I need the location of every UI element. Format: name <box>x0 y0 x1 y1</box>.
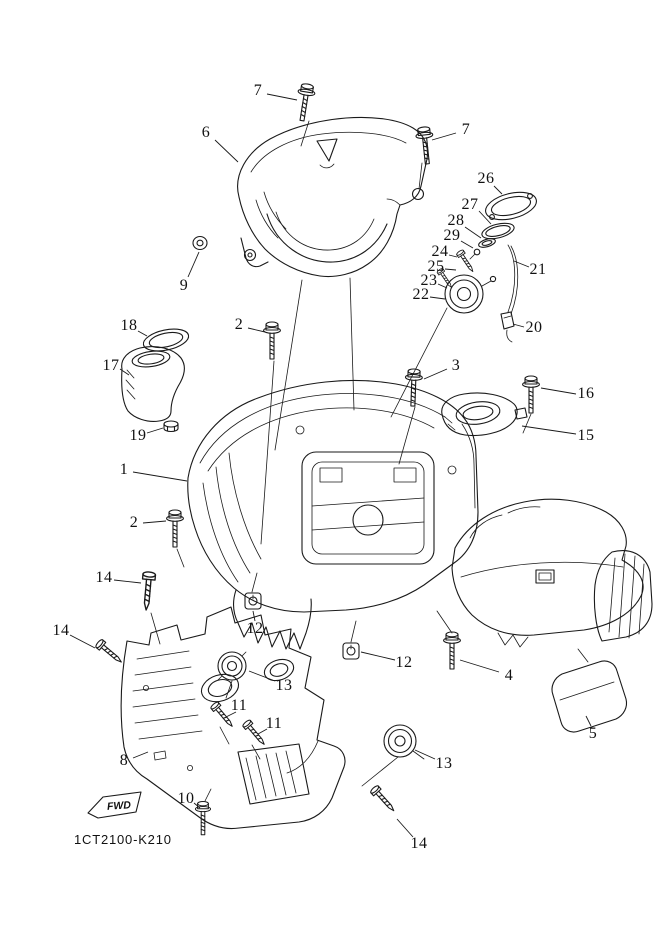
bolt-part-7-right <box>414 125 437 166</box>
bolt-part-2-lower <box>166 509 184 548</box>
leader-line-4 <box>459 659 500 673</box>
grommet-square-part-12-left <box>244 592 262 610</box>
leader-line-20 <box>512 323 525 328</box>
wire-lead-part-21 <box>507 244 516 313</box>
screw-part-11-upper <box>209 700 237 730</box>
mud-flap-panel <box>593 550 653 642</box>
leader-line-15 <box>521 425 577 435</box>
bolt-part-16 <box>522 375 540 414</box>
connector-part-20 <box>500 311 515 330</box>
leader-line-11 <box>225 711 237 718</box>
fwd-flag-shape <box>87 791 142 819</box>
leader-line-13 <box>248 670 276 682</box>
front-cowl-panel-part-6 <box>237 116 429 278</box>
leader-line-10 <box>193 802 201 809</box>
leader-line-18 <box>137 330 148 337</box>
bolt-part-4 <box>443 631 461 670</box>
bolt-part-2-upper <box>263 321 281 360</box>
retaining-ring-part-27 <box>481 222 515 240</box>
headlight-lens-unit <box>444 274 484 314</box>
screw-parts-24-25 <box>455 248 477 275</box>
leader-line-1 <box>132 471 188 482</box>
leader-line-11 <box>257 728 268 735</box>
screw-part-14-upper <box>139 570 157 612</box>
leader-line-12 <box>360 651 396 661</box>
leader-line-19 <box>146 427 164 434</box>
leader-line-14 <box>69 634 96 649</box>
leader-line-27 <box>478 210 492 225</box>
leader-line-14 <box>113 579 142 584</box>
leader-line-5 <box>585 715 592 727</box>
ring-part-18 <box>142 328 190 352</box>
pod-part-15 <box>441 392 528 437</box>
leader-line-8 <box>132 751 149 759</box>
washer-part-28 <box>478 238 496 248</box>
leader-line-14 <box>396 818 414 838</box>
pod-part-17 <box>121 346 185 422</box>
leader-lines-layer <box>69 93 592 838</box>
leader-line-3 <box>423 368 448 380</box>
leader-line-22 <box>429 296 446 300</box>
leader-line-7 <box>266 93 298 101</box>
leader-line-12 <box>252 610 256 622</box>
fasteners <box>94 82 540 836</box>
grommet-part-9 <box>192 235 208 251</box>
flange-nut-part-19 <box>163 420 179 433</box>
screw-part-14-bottom <box>369 784 398 815</box>
pod-ring-parts-17-18-19 <box>121 328 190 433</box>
leader-line-21 <box>513 260 530 268</box>
emblem-icon <box>316 138 338 162</box>
pin-part-29 <box>473 248 481 256</box>
leader-line-7 <box>431 132 457 141</box>
front-grille-part-8 <box>120 606 346 830</box>
leader-line-24 <box>448 254 458 258</box>
leader-line-2 <box>247 327 266 333</box>
leader-line-2 <box>142 520 167 524</box>
fwd-label: FWD <box>107 799 132 813</box>
screw-part-11-lower <box>241 718 269 748</box>
fwd-direction-flag: FWD <box>87 791 142 819</box>
assembly-lines <box>150 120 589 802</box>
screw-part-14-left <box>94 638 126 667</box>
screw-parts-22-23 <box>436 267 455 290</box>
headlight-assembly-parts-20-29 <box>436 191 537 343</box>
side-flap-part-5 <box>551 660 628 733</box>
leader-line-23 <box>437 283 448 289</box>
leader-line-6 <box>214 139 239 163</box>
leader-line-13 <box>414 749 436 760</box>
diagram-code: 1CT2100-K210 <box>74 832 172 847</box>
bolt-part-7-left <box>293 82 317 123</box>
leader-line-17 <box>119 368 130 376</box>
leader-line-16 <box>540 387 577 395</box>
right-front-fender-panel <box>451 498 653 648</box>
leader-line-25 <box>444 268 457 271</box>
leader-line-28 <box>464 226 482 239</box>
leader-line-29 <box>460 240 474 249</box>
headlight-rim-part-26 <box>485 191 537 221</box>
leader-line-26 <box>493 185 503 195</box>
headlight-boot-part-13-right <box>383 724 425 760</box>
leader-line-9 <box>187 251 200 278</box>
grommet-square-part-12-right <box>342 642 360 660</box>
